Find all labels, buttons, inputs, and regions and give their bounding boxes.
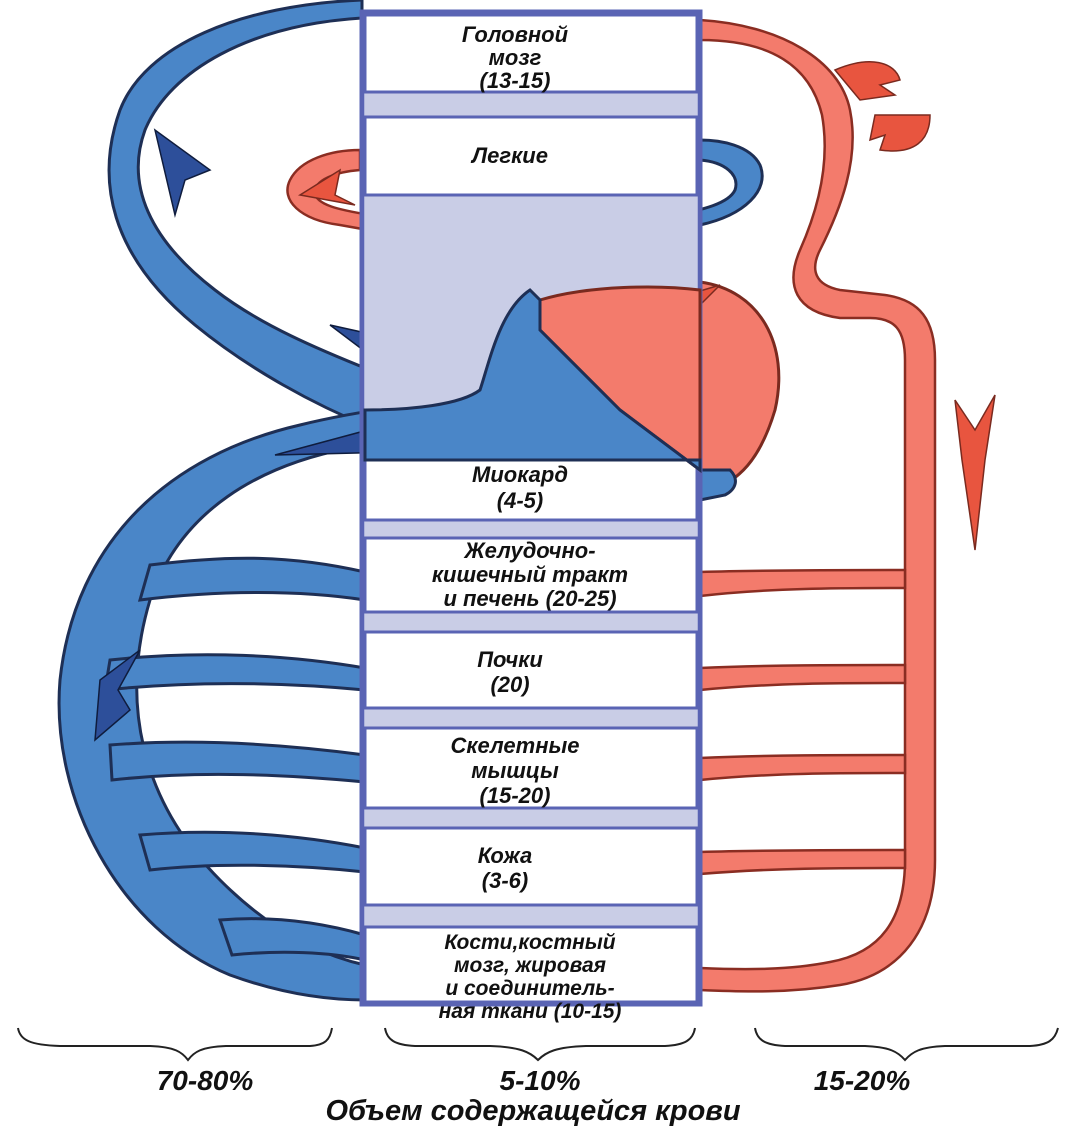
separator (365, 905, 697, 927)
artery-branch-2 (698, 663, 907, 692)
arrow-icon (153, 128, 212, 218)
vena-cava-overlay (363, 288, 702, 473)
volume-venous: 70-80% (157, 1065, 254, 1096)
separator (365, 808, 697, 828)
brace-arterial (754, 1027, 1059, 1062)
arrow-icon (94, 649, 141, 742)
arrow-icon (297, 168, 356, 206)
label-muscles-1: Скелетные (450, 733, 579, 758)
label-brain-3: (13-15) (480, 68, 551, 93)
label-muscles-2: мышцы (471, 758, 559, 783)
vein-branch-4 (138, 830, 367, 874)
heart-overlay (538, 285, 702, 473)
label-bones-4: ная ткани (10-15) (439, 1000, 622, 1023)
label-lungs: Легкие (470, 143, 548, 168)
label-muscles-3: (15-20) (480, 783, 551, 808)
vein-branch-1 (137, 556, 367, 602)
label-brain-2: мозг (489, 45, 542, 70)
label-kidneys-2: (20) (490, 672, 529, 697)
label-skin-1: Кожа (478, 843, 533, 868)
label-skin-2: (3-6) (482, 868, 528, 893)
vein-branch-3 (108, 740, 367, 784)
column-background (359, 9, 703, 1007)
label-bones-2: мозг, жировая (454, 954, 606, 977)
braces (17, 1027, 1059, 1062)
organ-box-skin (363, 826, 699, 907)
caption: Объем содержащейся крови (325, 1095, 740, 1126)
label-bones-3: и соединитель- (445, 977, 614, 1000)
label-bones-1: Кости,костный (444, 931, 615, 954)
separator (365, 92, 697, 117)
separator (365, 708, 697, 728)
label-gi-2: кишечный тракт (432, 562, 628, 587)
artery-branch-3 (698, 753, 907, 782)
organ-box-muscles (363, 726, 699, 810)
separator (365, 612, 697, 632)
label-brain-1: Головной (462, 22, 569, 47)
vein-branch-5 (217, 917, 367, 962)
label-myocard-1: Миокард (472, 462, 568, 487)
organ-box-brain (363, 13, 699, 94)
artery-branch-4 (698, 848, 907, 876)
vein-branch-2 (103, 653, 367, 692)
label-gi-3: и печень (20-25) (443, 586, 616, 611)
brace-capillary (384, 1027, 696, 1062)
organ-box-kidneys (363, 630, 699, 710)
artery-branch-1 (698, 568, 907, 598)
organ-box-lungs (363, 115, 699, 197)
organ-box-bones (363, 925, 699, 1004)
separator (365, 520, 697, 538)
label-kidneys-1: Почки (477, 647, 543, 672)
organ-labels: Головной мозг (13-15) Легкие Миокард (4-… (432, 22, 628, 1023)
label-myocard-2: (4-5) (497, 488, 543, 513)
arrow-icon (833, 61, 901, 101)
arrow-icon (954, 394, 996, 551)
arrow-icon (869, 114, 931, 152)
volume-capillary: 5-10% (500, 1065, 581, 1096)
organ-box-gi (363, 536, 699, 614)
brace-venous (17, 1027, 333, 1062)
label-gi-1: Желудочно- (463, 538, 595, 563)
volume-arterial: 15-20% (814, 1065, 911, 1096)
organ-column (359, 9, 703, 1007)
